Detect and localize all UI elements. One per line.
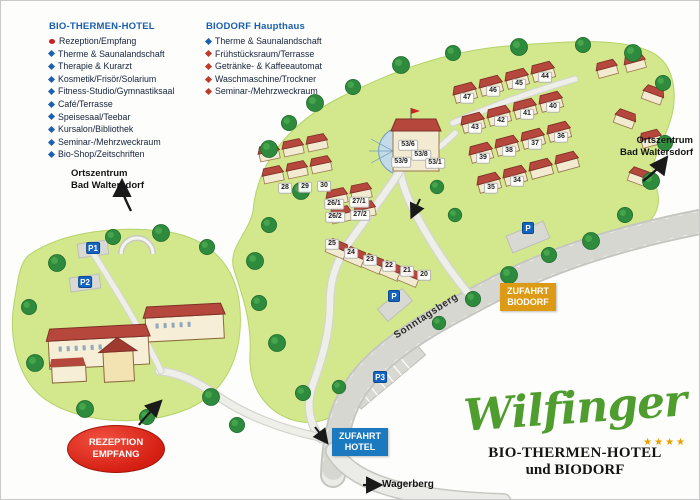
parking-sign: P2 [78,276,92,288]
hotel-building [45,302,226,384]
legend-item: Seminar-/Mehrzweckraum [47,136,174,149]
legend-item: Kursalon/Bibliothek [47,123,174,136]
legend-marker-icon [49,38,55,44]
parking-sign: P [388,290,400,302]
legend-marker-icon [204,37,213,45]
house-number: 38 [502,145,516,157]
zufahrt-biodorf-badge: ZUFAHRT BIODORF [500,283,556,311]
house-number: 44 [538,71,552,83]
legend-item: Fitness-Studio/Gymnastiksaal [47,85,174,98]
house-number: 20 [417,269,431,281]
house-number: 47 [460,92,474,104]
direction-arrows [112,155,669,494]
brand-logo: Wilfinger ★★★★ BIO-THERMEN-HOTEL und BIO… [449,375,699,479]
legend-marker-icon [47,100,56,108]
house-number: 29 [298,181,312,193]
legend-biodorf-items: Therme & Saunalandschaft Frühstücksraum/… [204,35,322,98]
house-number: 45 [512,78,526,90]
legend-item: Frühstücksraum/Terrasse [204,48,322,61]
legend-item: Getränke- & Kaffeeautomat [204,60,322,73]
house-number: 53/6 [398,139,418,151]
house-number: 46 [486,85,500,97]
house-number: 24 [344,247,358,259]
brand-line1: BIO-THERMEN-HOTEL [488,445,662,461]
house-number: 53/9 [391,156,411,168]
brand-line2: und BIODORF [525,462,625,478]
legend-hotel: BIO-THERMEN-HOTEL Rezeption/Empfang Ther… [47,21,174,161]
legend-marker-icon [204,75,213,83]
legend-marker-icon [47,75,56,83]
parking-sign: P1 [86,242,100,254]
house-number: 25 [325,238,339,250]
house-number: 28 [278,182,292,194]
legend-marker-icon [47,50,56,58]
legend-marker-icon [47,62,56,71]
legend-marker-icon [204,88,213,96]
legend-marker-icon [204,50,213,58]
legend-item: Rezeption/Empfang [49,35,174,48]
rezeption-badge: REZEPTION EMPFANG [67,425,165,473]
legend-item: Therapie & Kurarzt [47,60,174,73]
house-number: 27/2 [350,209,370,221]
house-number: 53/1 [425,157,445,169]
ortszentrum-right-label: Ortszentrum Bad Waltersdorf [619,135,693,158]
ortszentrum-left-label: Ortszentrum Bad Waltersdorf [71,168,145,191]
legend-item: Therme & Saunalandschaft [204,35,322,48]
house-number: 53/8 [411,149,431,161]
star-rating: ★★★★ [643,437,687,448]
zufahrt-hotel-badge: ZUFAHRT HOTEL [332,428,388,456]
house-number: 36 [554,131,568,143]
brand-name: Wilfinger [462,375,688,442]
legend-item: Café/Terrasse [47,98,174,111]
legend-marker-icon [47,151,56,159]
legend-item: Seminar-/Mehrzweckraum [204,85,322,98]
legend-item: Kosmetik/Frisör/Solarium [47,73,174,86]
house-number: 22 [382,260,396,272]
house-number: 40 [546,101,560,113]
legend-item: Waschmaschine/Trockner [204,73,322,86]
legend-marker-icon [47,125,56,133]
house-number: 34 [510,175,524,187]
legend-biodorf: BIODORF Haupthaus Therme & Saunalandscha… [204,21,322,98]
house-number: 39 [476,152,490,164]
house-number: 43 [468,122,482,134]
house-number: 27/1 [349,196,369,208]
legend-item: Speisesaal/Teebar [47,111,174,124]
house-number: 21 [400,265,414,277]
house-number: 41 [520,108,534,120]
legend-item: Therme & Saunalandschaft [47,48,174,61]
arch-structure [118,235,156,255]
legend-item: Bio-Shop/Zeitschriften [47,148,174,161]
house-number: 35 [484,182,498,194]
house-number: 30 [317,180,331,192]
legend-marker-icon [47,113,56,121]
parking-sign: P3 [373,371,387,383]
house-number: 42 [494,115,508,127]
house-number: 37 [528,138,542,150]
legend-hotel-title: BIO-THERMEN-HOTEL [49,21,155,32]
parking-sign: P [522,222,534,234]
legend-marker-icon [47,138,56,146]
legend-hotel-items: Rezeption/Empfang Therme & Saunalandscha… [47,35,174,161]
legend-marker-icon [204,62,213,71]
house-number: 26/2 [325,211,345,223]
legend-marker-icon [47,88,56,96]
legend-biodorf-title: BIODORF Haupthaus [206,21,305,32]
house-number: 23 [363,254,377,266]
wagerberg-road-label: Wagerberg [382,479,434,490]
house-number: 26/1 [324,198,344,210]
